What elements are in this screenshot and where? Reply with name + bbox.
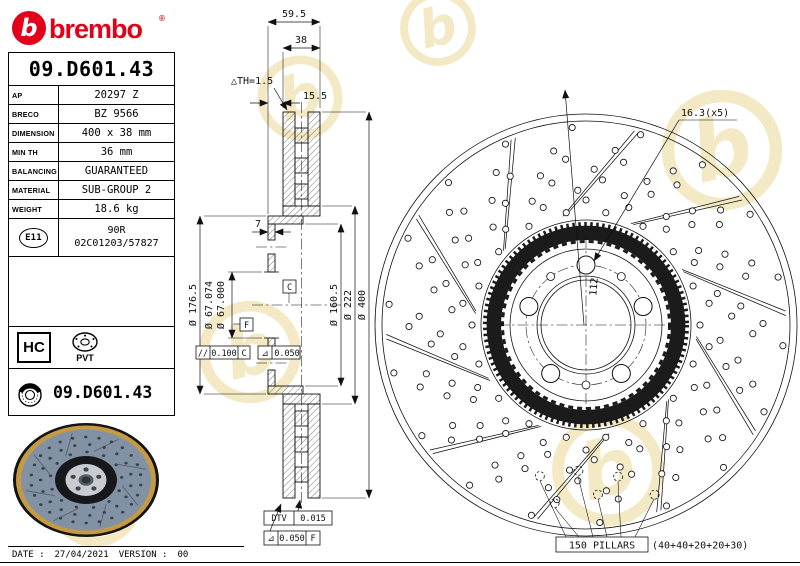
datum-c-flag: C	[282, 279, 297, 303]
empty-row	[9, 257, 174, 327]
badges-row: HC PVT	[9, 327, 174, 369]
dim-dia-400: Ø 400	[356, 290, 368, 320]
gdt-parallelism-frame: // 0.100 C	[195, 345, 251, 360]
brembo-logo: b brembo ®	[8, 6, 175, 52]
dim-dia-160: Ø 160.5	[328, 284, 340, 326]
gdt-runout-f-frame: ⊿ 0.050 F	[263, 503, 321, 546]
homologation-line2: 02C01203/57827	[74, 237, 159, 249]
dim-flange-thickness: 7	[255, 219, 261, 230]
svg-text:0.100: 0.100	[211, 349, 237, 359]
date-value: 27/04/2021	[54, 550, 109, 560]
svg-text:(40+40+20+20+30): (40+40+20+20+30)	[652, 541, 748, 552]
dim-dia-hat: Ø 176.5	[187, 284, 199, 326]
section-hatched-body	[267, 111, 321, 499]
dtv-frame: DTV 0.015	[263, 499, 333, 526]
page-border-bottom	[0, 562, 800, 563]
date-label: DATE :	[12, 550, 45, 560]
disc-cross-section-view: 59.5 38 △TH=1.5 15.5 7 Ø 176.5 Ø 67.074 …	[187, 9, 373, 546]
svg-text:⊿: ⊿	[267, 534, 274, 544]
part-number: 09.D601.43	[9, 53, 174, 86]
svg-text:0.050: 0.050	[279, 534, 305, 544]
datum-f-flag: F	[233, 317, 254, 332]
svg-text://: //	[198, 349, 208, 359]
e11-mark: E11	[19, 227, 48, 248]
photo-drill-holes	[29, 435, 143, 525]
svg-text:DTV: DTV	[271, 514, 286, 524]
pvt-disc-icon	[72, 332, 98, 352]
svg-text:C: C	[287, 283, 292, 293]
homologation-line1: 90R	[107, 225, 126, 236]
svg-text:⊿: ⊿	[261, 349, 268, 359]
dim-th-note: △TH=1.5	[231, 76, 273, 87]
photo-slots	[26, 433, 146, 527]
version-label: VERSION :	[118, 550, 168, 560]
homologation-row: E11 90R 02C01203/57827	[9, 219, 174, 257]
dim-bore-max: Ø 67.074	[203, 281, 215, 329]
brembo-emblem-icon: b	[12, 11, 46, 45]
pillars-callout: 150 PILLARS (40+40+20+20+30)	[539, 475, 748, 553]
bolt-holes	[519, 255, 653, 383]
watermark-b-icon: b	[661, 89, 783, 211]
part-number-repeat-row: 09.D601.43	[9, 369, 174, 415]
dim-bore-min: Ø 67.000	[215, 281, 227, 329]
footer-divider	[8, 546, 244, 547]
dim-dia-222: Ø 222	[342, 290, 354, 320]
svg-text:F: F	[244, 321, 249, 331]
disc-caliper-icon	[18, 383, 42, 407]
dim-disc-width: 38	[295, 35, 307, 46]
svg-text:0.050: 0.050	[274, 349, 300, 359]
service-holes	[546, 272, 626, 390]
gdt-runout-frame: ⊿ 0.050	[257, 345, 301, 360]
version-value: 00	[177, 550, 189, 560]
svg-text:C: C	[241, 349, 246, 359]
svg-text:0.015: 0.015	[300, 514, 326, 524]
watermark-b-icon: b	[400, 0, 476, 66]
hc-badge: HC	[17, 332, 51, 363]
dim-bolt-holes: 16.3(x5)	[681, 108, 729, 119]
pvt-badge: PVT	[71, 332, 99, 363]
disc-front-view: 112 16.3(x5) 150 PILLARS (40+40+20+20+30…	[374, 89, 798, 553]
registered-mark: ®	[159, 14, 165, 23]
balancing-ring	[487, 226, 685, 424]
disc-drill-holes	[385, 123, 787, 527]
dim-offset: 15.5	[303, 91, 327, 102]
product-photo	[13, 423, 159, 537]
dim-bcd: 112	[588, 277, 601, 296]
svg-text:b: b	[20, 14, 37, 42]
footer: DATE : 27/04/2021 VERSION : 00	[12, 550, 188, 560]
brand-wordmark: brembo	[49, 14, 143, 44]
svg-text:150 PILLARS: 150 PILLARS	[569, 541, 635, 552]
dim-overall-width: 59.5	[282, 9, 306, 20]
svg-text:F: F	[310, 534, 315, 544]
